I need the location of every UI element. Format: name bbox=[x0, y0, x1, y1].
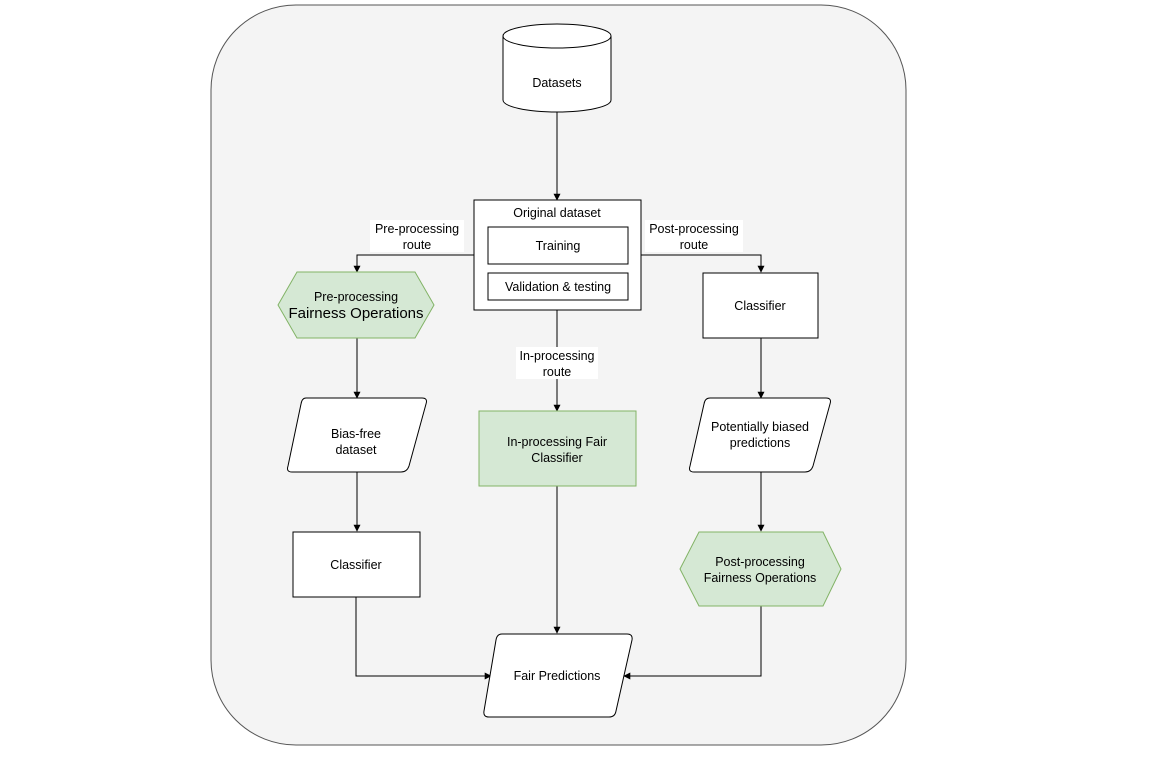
edge-label-post-route: Post-processing route bbox=[645, 220, 743, 252]
pre-ops-label-line2: Fairness Operations bbox=[288, 305, 423, 322]
post-processing-fairness-ops-node: Post-processing Fairness Operations bbox=[679, 531, 842, 607]
post-route-label-line1: Post-processing bbox=[649, 222, 739, 236]
classifier-pre-label: Classifier bbox=[330, 558, 381, 572]
validation-testing-box bbox=[487, 272, 629, 301]
pre-processing-fairness-ops-node: Pre-processing Fairness Operations bbox=[277, 271, 435, 339]
in-fair-classifier-label-line1: In-processing Fair bbox=[507, 435, 607, 449]
edge-original-to-pre-ops bbox=[353, 254, 474, 273]
bias-free-label-line1: Bias-free bbox=[331, 427, 381, 441]
fair-predictions-label: Fair Predictions bbox=[514, 669, 601, 683]
classifier-post-node: Classifier bbox=[702, 272, 819, 339]
bias-free-label-line2: dataset bbox=[335, 443, 377, 457]
original-dataset-label: Original dataset bbox=[513, 206, 601, 220]
in-route-label-line1: In-processing bbox=[519, 349, 594, 363]
edge-post-ops-to-fair-predictions bbox=[623, 606, 762, 680]
in-route-label-line2: route bbox=[543, 365, 572, 379]
potentially-biased-predictions-node: Potentially biased predictions bbox=[689, 397, 831, 473]
post-ops-label-line1: Post-processing bbox=[715, 555, 805, 569]
original-dataset-node: Original dataset Training Validation & t… bbox=[473, 199, 642, 311]
edge-label-in-route: In-processing route bbox=[516, 347, 598, 379]
post-route-label-line2: route bbox=[680, 238, 709, 252]
classifier-pre-node: Classifier bbox=[292, 531, 421, 598]
cylinder-icon bbox=[502, 23, 612, 113]
pre-route-label-line2: route bbox=[403, 238, 432, 252]
biased-predictions-label-line1: Potentially biased bbox=[711, 420, 809, 434]
training-box bbox=[487, 226, 629, 265]
validation-testing-label: Validation & testing bbox=[505, 280, 611, 294]
bias-free-dataset-node: Bias-free dataset bbox=[287, 397, 427, 473]
classifier-post-label: Classifier bbox=[734, 299, 785, 313]
pre-ops-label-line1: Pre-processing bbox=[314, 290, 398, 304]
edge-label-pre-route: Pre-processing route bbox=[370, 220, 464, 252]
edges bbox=[353, 112, 765, 680]
training-label: Training bbox=[536, 239, 581, 253]
in-fair-classifier-label-line2: Classifier bbox=[531, 451, 582, 465]
datasets-label: Datasets bbox=[532, 76, 581, 90]
in-processing-fair-classifier-node: In-processing Fair Classifier bbox=[478, 410, 637, 487]
edge-original-to-classifier-post bbox=[641, 254, 765, 273]
datasets-node: Datasets bbox=[502, 23, 612, 113]
biased-predictions-label-line2: predictions bbox=[730, 436, 790, 450]
fair-predictions-node: Fair Predictions bbox=[483, 633, 633, 718]
edge-classifier-to-fair-predictions bbox=[355, 597, 492, 680]
pre-route-label-line1: Pre-processing bbox=[375, 222, 459, 236]
post-ops-label-line2: Fairness Operations bbox=[704, 571, 817, 585]
